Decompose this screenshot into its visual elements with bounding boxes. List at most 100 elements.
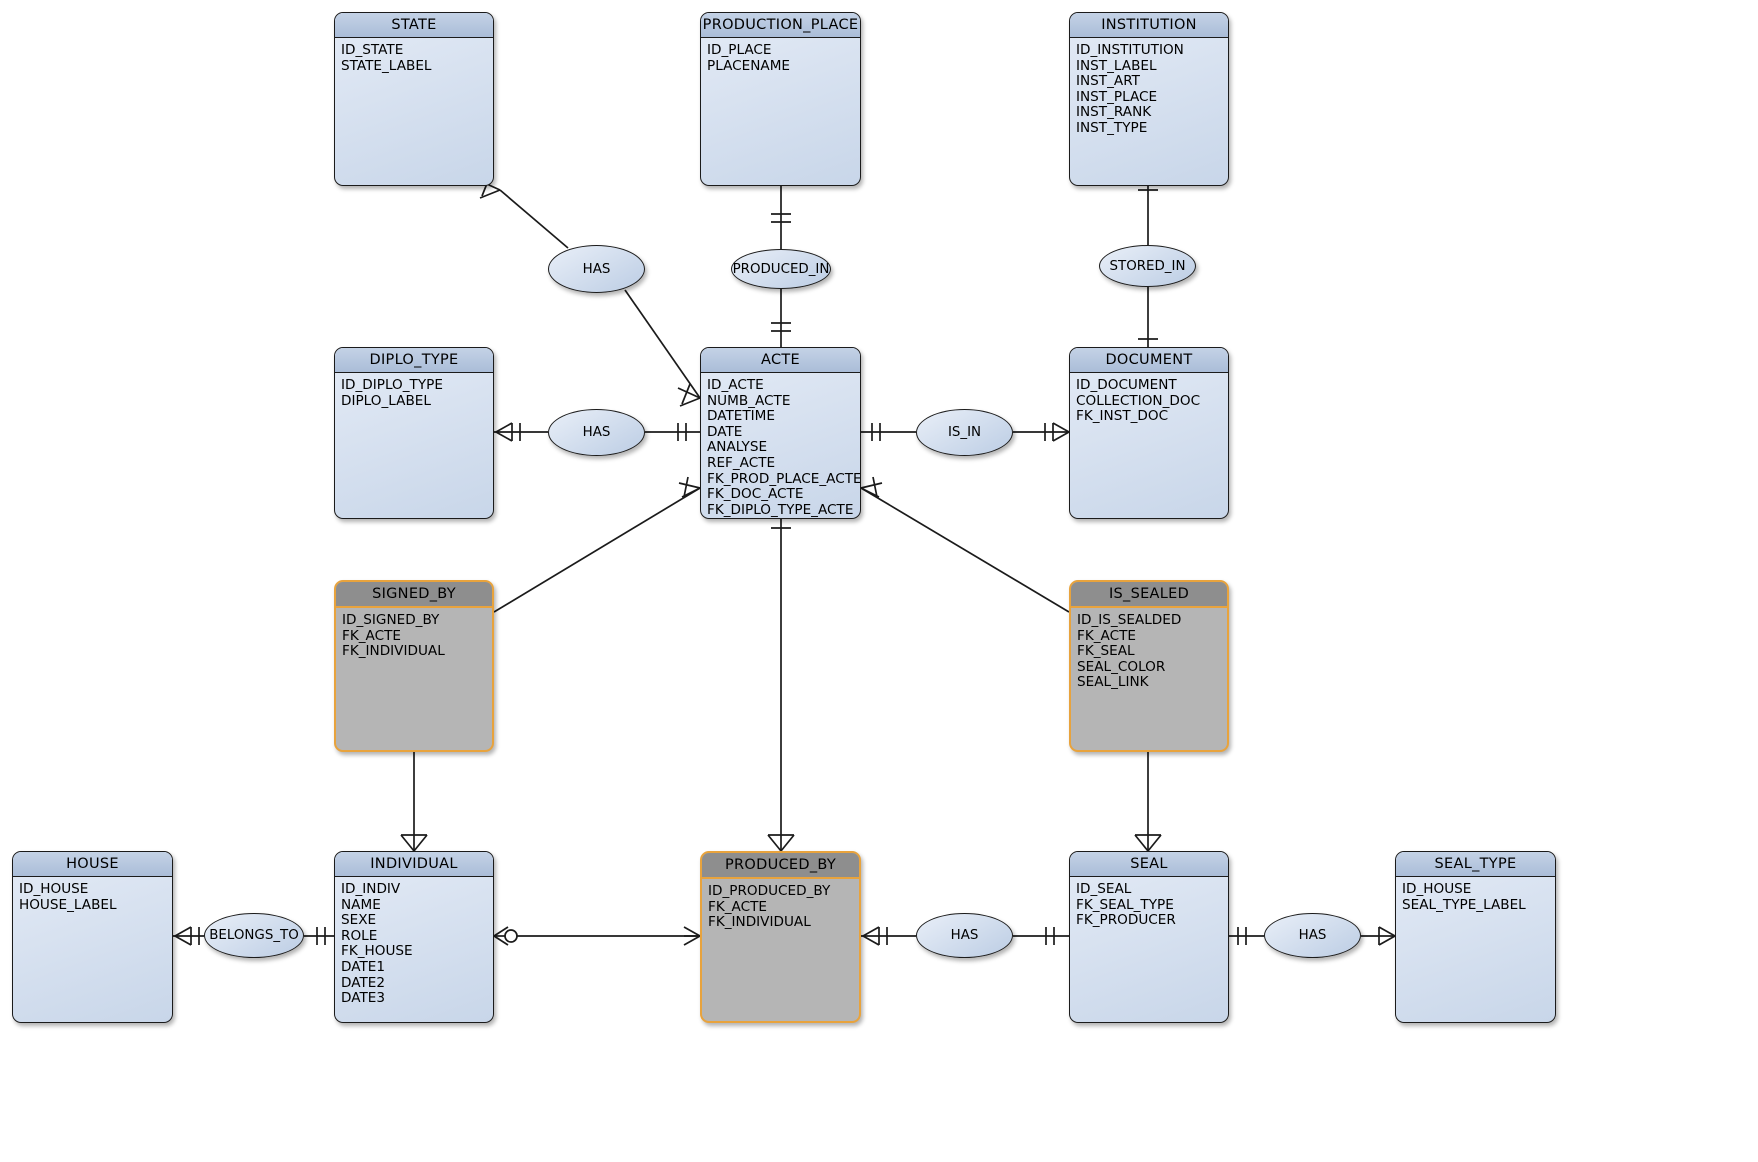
attribute-row: INST_TYPE bbox=[1076, 119, 1148, 136]
crowfoot-producedby-top bbox=[767, 834, 795, 852]
crowfoot-producedby-right bbox=[862, 926, 888, 946]
relationship-belongs-to[interactable]: BELONGS_TO bbox=[204, 913, 304, 958]
attribute-row: INST_ART bbox=[1076, 73, 1140, 90]
attribute-row: DATE3 bbox=[341, 990, 386, 1007]
attribute-row: SEXE bbox=[341, 912, 377, 929]
attribute-row: SEAL_TYPE_LABEL bbox=[1402, 896, 1526, 913]
attribute-row: ID_STATE bbox=[341, 42, 404, 58]
entity-title: SEAL bbox=[1070, 852, 1228, 877]
attribute-row: REF_ACTE bbox=[707, 454, 776, 471]
zero-circle-individual bbox=[504, 929, 518, 943]
attribute-row: ID_ACTE bbox=[707, 377, 764, 393]
crowfoot-sealtype bbox=[1378, 926, 1396, 946]
attribute-row: INST_LABEL bbox=[1076, 57, 1157, 74]
attribute-row: FK_PRODUCER bbox=[1076, 912, 1176, 929]
attribute-row: ID_HOUSE bbox=[1402, 881, 1472, 897]
attribute-row: FK_PROD_PLACE_ACTE bbox=[707, 470, 861, 487]
attribute-row: ID_INSTITUTION bbox=[1076, 42, 1184, 58]
attribute-row: DATE2 bbox=[341, 974, 386, 991]
relationship-has-diplo-type[interactable]: HAS bbox=[548, 409, 645, 456]
attribute-row: ID_PLACE bbox=[707, 42, 772, 58]
entity-title: INDIVIDUAL bbox=[335, 852, 493, 877]
conn-issealed-acte bbox=[860, 487, 1070, 613]
attribute-row: FK_STATE_DOC bbox=[707, 518, 809, 519]
relationship-has-seal[interactable]: HAS bbox=[916, 913, 1013, 958]
crowfoot-acte-lower-right bbox=[860, 476, 883, 498]
crowfoot-acte-upper-left bbox=[677, 383, 701, 407]
attribute-row: FK_SEAL bbox=[1077, 643, 1135, 660]
attribute-row: SEAL_COLOR bbox=[1077, 658, 1166, 675]
entity-title: HOUSE bbox=[13, 852, 172, 877]
attribute-row: ID_INDIV bbox=[341, 881, 401, 897]
attribute-row: INST_RANK bbox=[1076, 104, 1152, 121]
attribute-row: FK_SEAL_TYPE bbox=[1076, 896, 1174, 913]
entity-title: IS_SEALED bbox=[1071, 582, 1227, 608]
entity-title: INSTITUTION bbox=[1070, 13, 1228, 38]
attribute-row: STATE_LABEL bbox=[341, 57, 432, 74]
conn-has-acte bbox=[624, 289, 701, 399]
relationship-label: BELONGS_TO bbox=[209, 928, 299, 943]
crowfoot-producedby-left bbox=[683, 926, 701, 946]
attribute-row: ID_SEAL bbox=[1076, 881, 1132, 897]
crowfoot-acte-lower-left bbox=[678, 476, 701, 498]
attribute-row: FK_ACTE bbox=[342, 627, 401, 644]
crowfoot-house bbox=[174, 926, 200, 946]
attribute-row: DIPLO_LABEL bbox=[341, 392, 431, 409]
attribute-row: FK_ACTE bbox=[708, 898, 767, 915]
attribute-row: SEAL_LINK bbox=[1077, 674, 1149, 691]
entity-title: DIPLO_TYPE bbox=[335, 348, 493, 373]
relationship-has-seal-type[interactable]: HAS bbox=[1264, 913, 1361, 958]
crowfoot-document bbox=[1044, 422, 1070, 442]
attribute-row: COLLECTION_DOC bbox=[1076, 392, 1201, 409]
attribute-row: FK_ACTE bbox=[1077, 627, 1136, 644]
attribute-row: FK_DIPLO_TYPE_ACTE bbox=[707, 501, 854, 518]
relationship-label: IS_IN bbox=[947, 425, 982, 440]
relationship-has-state[interactable]: HAS bbox=[548, 245, 645, 293]
conn-state-has bbox=[499, 189, 569, 249]
relationship-label: HAS bbox=[950, 928, 979, 943]
entity-title: PRODUCTION_PLACE bbox=[701, 13, 860, 38]
relationship-label: STORED_IN bbox=[1109, 258, 1186, 274]
crowfoot-individual-top bbox=[400, 834, 428, 852]
attribute-row: HOUSE_LABEL bbox=[19, 896, 117, 913]
relationship-is-in[interactable]: IS_IN bbox=[916, 409, 1013, 456]
relationship-label: HAS bbox=[1298, 928, 1327, 943]
relationship-label: PRODUCED_IN bbox=[732, 261, 830, 277]
attribute-row: ID_DIPLO_TYPE bbox=[341, 377, 443, 393]
attribute-row: ID_IS_SEALDED bbox=[1077, 612, 1182, 628]
entity-title: PRODUCED_BY bbox=[702, 853, 859, 879]
entity-title: SEAL_TYPE bbox=[1396, 852, 1555, 877]
attribute-row: NAME bbox=[341, 896, 381, 913]
attribute-row: DATE bbox=[707, 423, 743, 440]
entity-title: ACTE bbox=[701, 348, 860, 373]
attribute-row: FK_INDIVIDUAL bbox=[708, 914, 811, 931]
attribute-row: ROLE bbox=[341, 927, 378, 944]
relationship-stored-in[interactable]: STORED_IN bbox=[1099, 245, 1196, 287]
relationship-produced-in[interactable]: PRODUCED_IN bbox=[731, 249, 831, 289]
relationship-label: HAS bbox=[582, 261, 611, 277]
